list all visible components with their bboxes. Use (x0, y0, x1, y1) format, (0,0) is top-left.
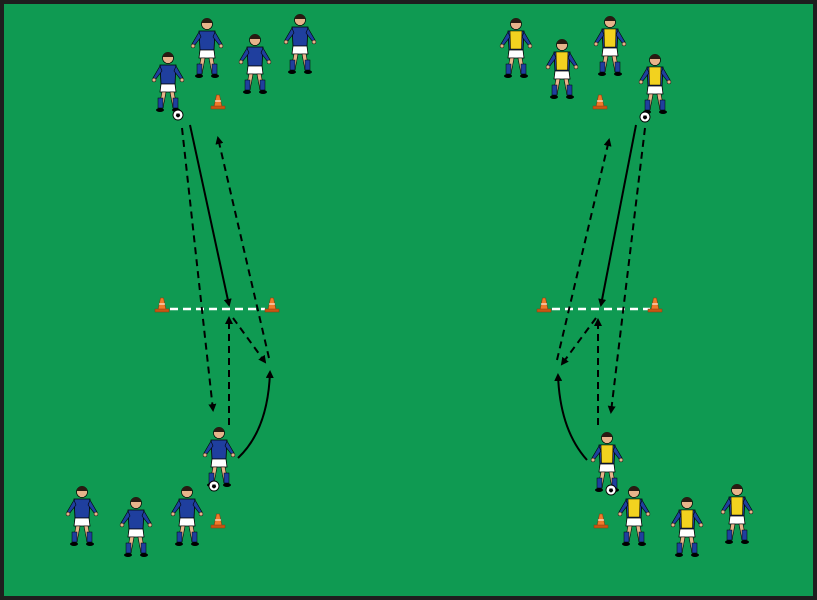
dashed-layoff-arrow (560, 317, 597, 366)
ball (639, 111, 651, 123)
curved-run-arrow (554, 373, 588, 461)
right-pass-arrows (554, 124, 646, 461)
ball (208, 480, 220, 492)
pitch-field (4, 4, 813, 596)
dashed-layoff-arrow (232, 317, 267, 364)
pass-arrow (189, 124, 232, 307)
dashed-back-arrow (215, 136, 270, 359)
ball (605, 484, 617, 496)
pass-arrow (598, 124, 637, 307)
ball (172, 109, 184, 121)
curved-run-arrow (237, 370, 274, 459)
dashed-back-arrow (556, 138, 612, 361)
left-pass-arrows (181, 124, 274, 459)
